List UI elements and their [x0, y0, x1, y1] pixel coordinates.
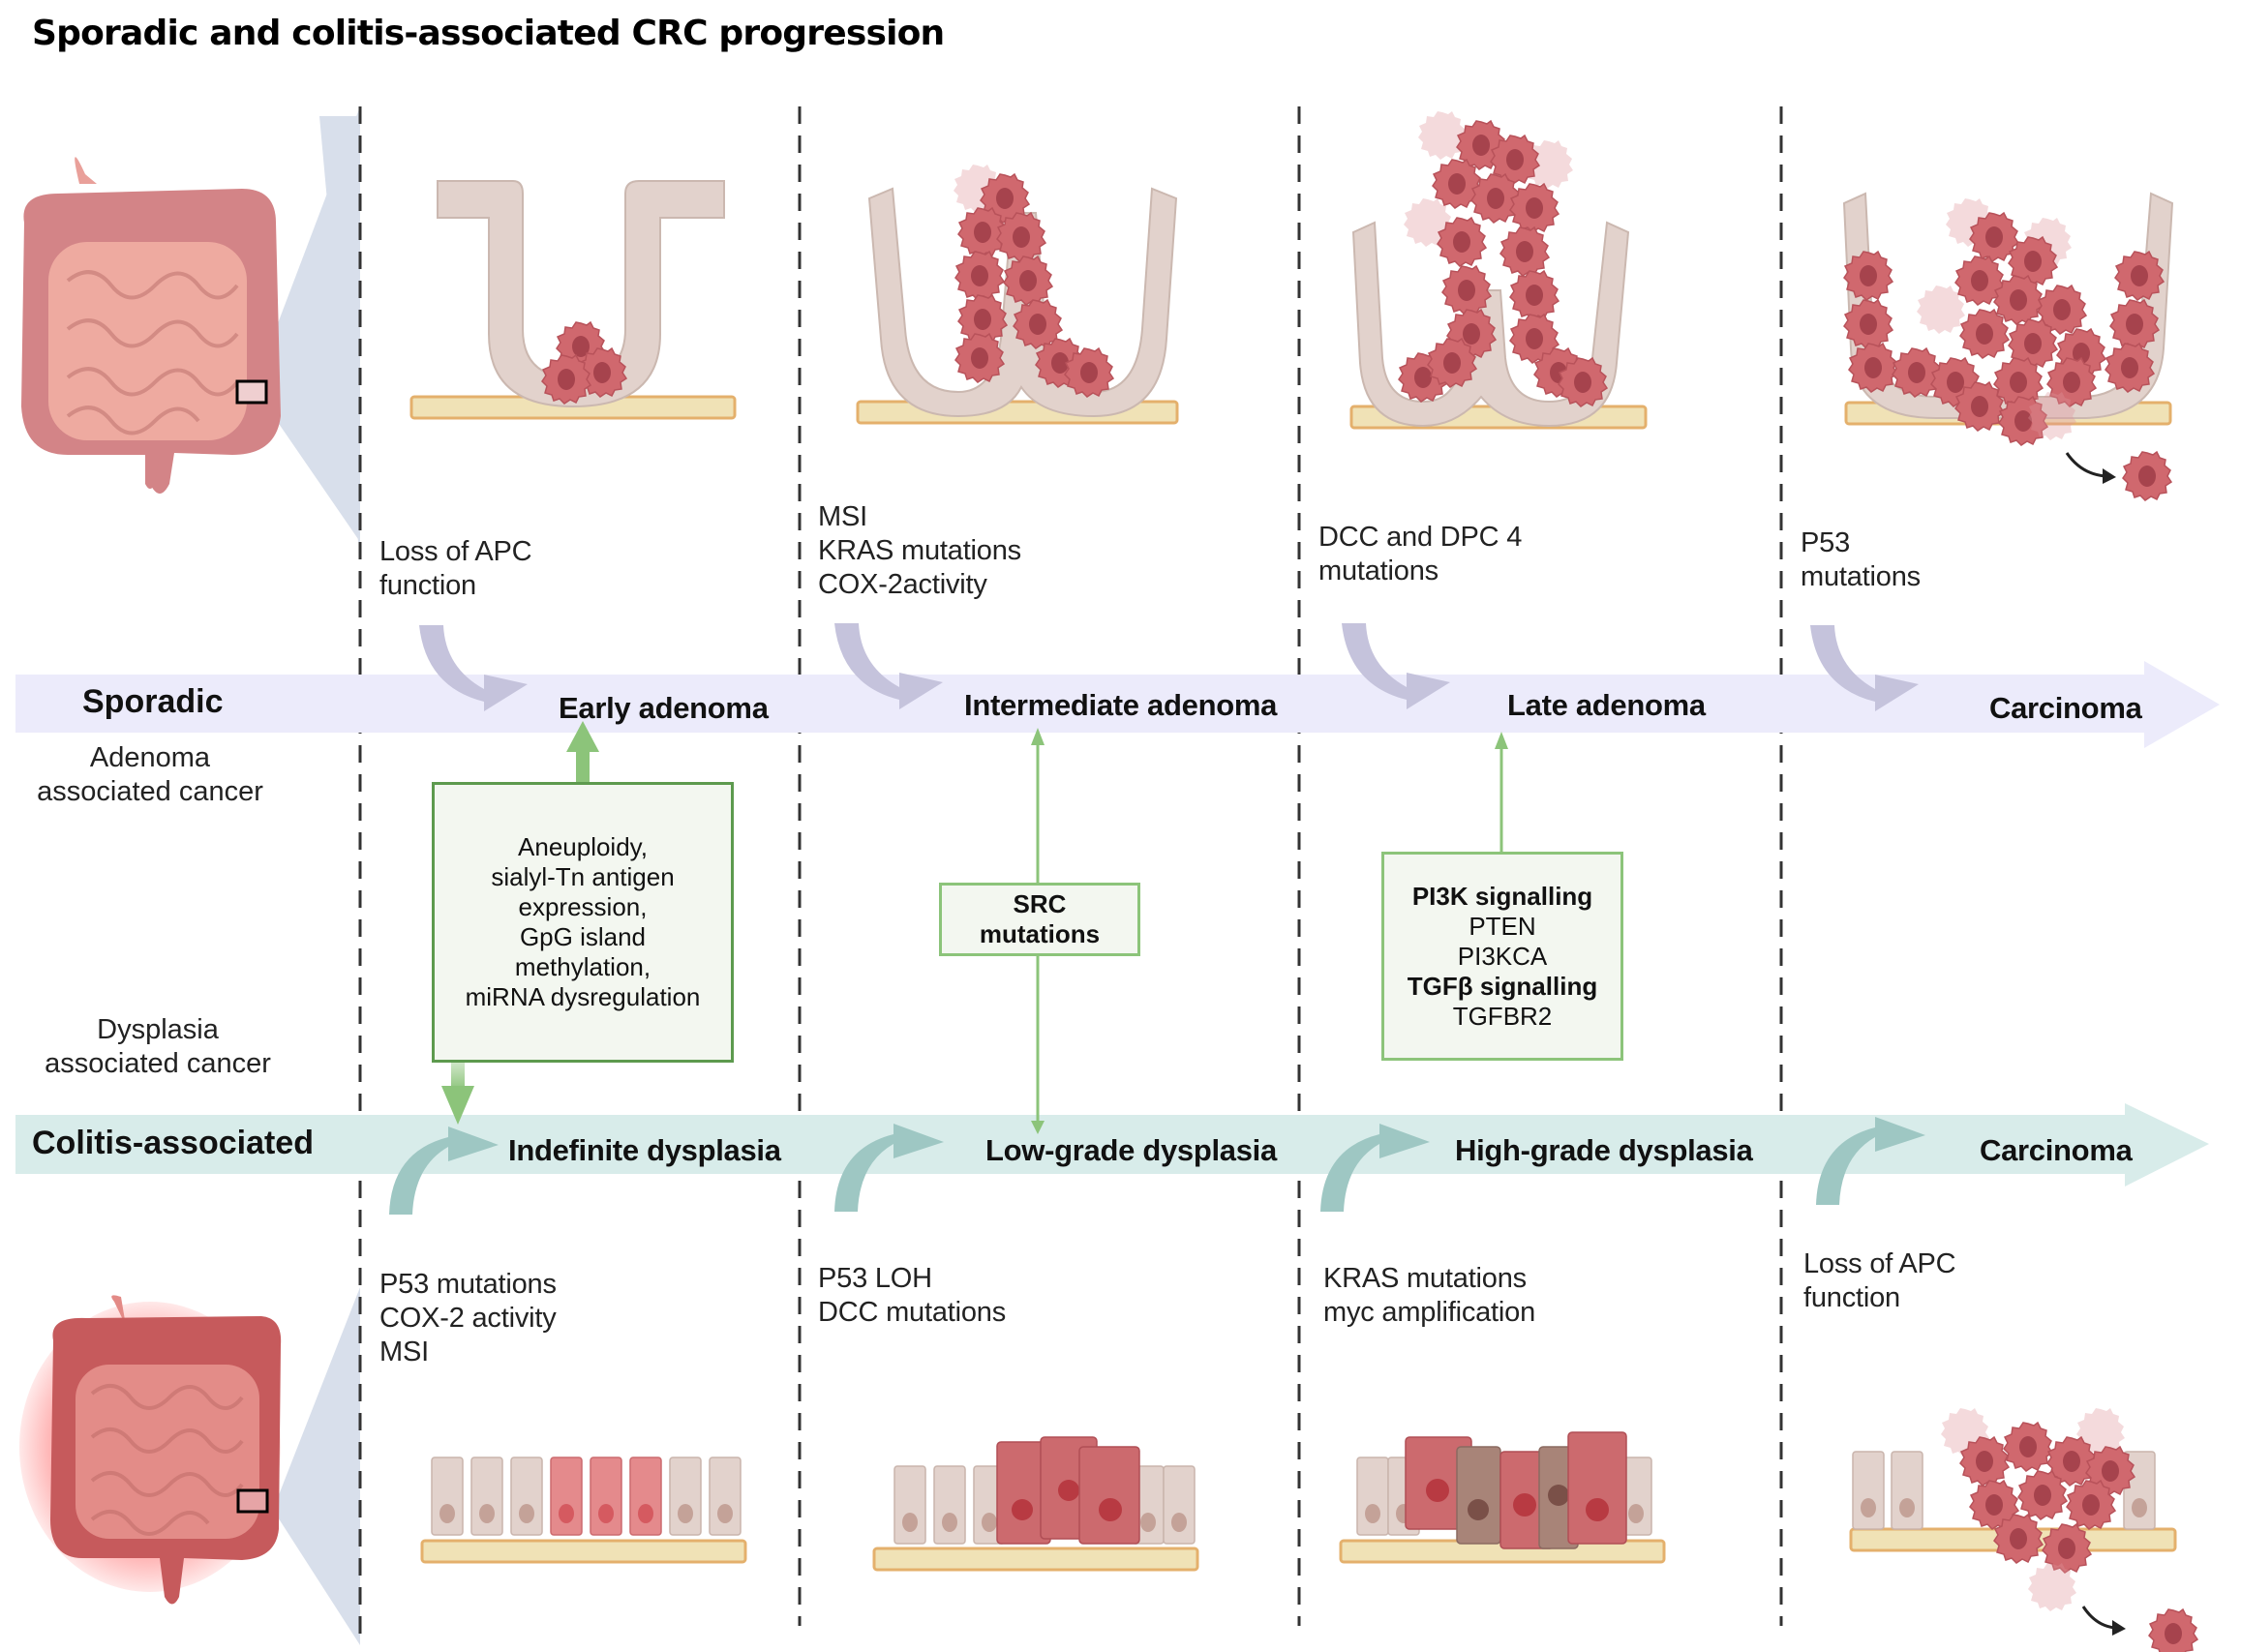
epithelium-indefinite-dysplasia — [420, 1457, 747, 1564]
mutation-line: DCC mutations — [818, 1297, 1007, 1328]
tgfb-heading: TGFβ signalling — [1407, 971, 1598, 1001]
mutation-line: function — [1803, 1282, 1900, 1313]
sporadic-band-label: Sporadic — [82, 683, 224, 720]
sporadic-timeline-arrow — [15, 661, 2220, 748]
colitis-mutations-2: P53 LOH DCC mutations — [818, 1262, 1006, 1330]
mutation-line: MSI — [379, 1337, 429, 1367]
colitis-mutations-4: Loss of APC function — [1803, 1247, 1956, 1315]
mutation-line: DCC and DPC 4 — [1318, 522, 1523, 553]
sporadic-mutations-1: Loss of APC function — [379, 535, 532, 603]
pi3k-tgfb-box: PI3K signalling PTEN PI3KCA TGFβ signall… — [1381, 852, 1623, 1061]
crypt-intermediate-adenoma — [856, 165, 1179, 425]
mutation-line: P53 LOH — [818, 1263, 932, 1294]
sporadic-mutations-2: MSI KRAS mutations COX-2activity — [818, 500, 1021, 602]
stage-late-adenoma: Late adenoma — [1507, 688, 1706, 722]
colitis-band-label: Colitis-associated — [32, 1125, 314, 1161]
stage-high-grade-dysplasia: High-grade dysplasia — [1455, 1133, 1753, 1167]
colitis-side-label: Dysplasia associated cancer — [27, 1013, 288, 1081]
colitis-mutations-1: P53 mutations COX-2 activity MSI — [379, 1268, 557, 1369]
epithelium-low-grade-dysplasia — [872, 1436, 1199, 1572]
stage-indefinite-dysplasia: Indefinite dysplasia — [508, 1133, 781, 1167]
sporadic-side-label: Adenoma associated cancer — [19, 741, 281, 809]
box-line: sialyl-Tn antigen — [491, 862, 675, 891]
column-dividers — [358, 106, 1783, 1640]
mutation-line: Loss of APC — [1803, 1248, 1956, 1279]
box-line: methylation, — [514, 952, 651, 981]
sporadic-mutations-3: DCC and DPC 4 mutations — [1318, 521, 1522, 588]
mutation-line: Loss of APC — [379, 536, 532, 567]
stage-sporadic-carcinoma: Carcinoma — [1989, 691, 2142, 725]
stage-early-adenoma: Early adenoma — [559, 691, 769, 725]
box-line: PI3KCA — [1457, 941, 1548, 971]
colon-inflamed-illustration — [19, 1295, 282, 1605]
zoom-wedge-bottom — [273, 1287, 360, 1645]
mutation-line: P53 mutations — [379, 1269, 557, 1300]
epithelium-high-grade-dysplasia — [1339, 1431, 1666, 1564]
shared-alterations-box: Aneuploidy, sialyl-Tn antigen expression… — [432, 782, 734, 1063]
box-line: TGFBR2 — [1452, 1001, 1553, 1031]
box-line: miRNA dysregulation — [465, 982, 701, 1011]
pi3k-heading: PI3K signalling — [1411, 881, 1593, 911]
stage-colitis-carcinoma: Carcinoma — [1980, 1133, 2133, 1167]
green-connectors — [441, 721, 1508, 1134]
figure-title: Sporadic and colitis-associated CRC prog… — [32, 14, 945, 53]
box-line: expression, — [518, 892, 648, 921]
mutation-line: COX-2activity — [818, 569, 987, 600]
mutation-line: MSI — [818, 501, 867, 532]
sporadic-mutations-4: P53 mutations — [1801, 526, 1921, 594]
side-label-line: associated cancer — [45, 1048, 271, 1079]
box-line: Aneuploidy, — [518, 832, 648, 861]
mutation-line: myc amplification — [1323, 1297, 1535, 1328]
box-line: mutations — [979, 919, 1101, 948]
colitis-mutations-3: KRAS mutations myc amplification — [1323, 1262, 1535, 1330]
side-label-line: Adenoma — [89, 742, 211, 773]
mutation-line: mutations — [1318, 556, 1438, 586]
mutation-line: function — [379, 570, 476, 601]
colon-healthy-illustration — [21, 157, 281, 494]
sporadic-curved-arrows — [419, 623, 1919, 711]
side-label-line: Dysplasia — [97, 1014, 219, 1045]
crypt-early-adenoma — [409, 180, 737, 420]
mutation-line: P53 — [1801, 527, 1850, 558]
src-mutations-box: SRC mutations — [939, 883, 1140, 956]
stage-intermediate-adenoma: Intermediate adenoma — [964, 688, 1278, 722]
mutation-line: KRAS mutations — [818, 535, 1021, 566]
box-line: GpG island — [519, 922, 647, 951]
mutation-line: KRAS mutations — [1323, 1263, 1527, 1294]
side-label-line: associated cancer — [37, 776, 263, 807]
crypt-late-adenoma — [1349, 111, 1648, 430]
mutation-line: mutations — [1801, 561, 1921, 592]
epithelium-carcinoma — [1849, 1408, 2198, 1652]
colitis-curved-arrows — [389, 1117, 1925, 1215]
box-line: PTEN — [1469, 911, 1536, 941]
stage-low-grade-dysplasia: Low-grade dysplasia — [985, 1133, 1277, 1167]
box-line: SRC — [1013, 889, 1067, 918]
crypt-carcinoma — [1842, 192, 2174, 501]
mutation-line: COX-2 activity — [379, 1303, 557, 1334]
colitis-timeline-arrow — [15, 1103, 2209, 1186]
